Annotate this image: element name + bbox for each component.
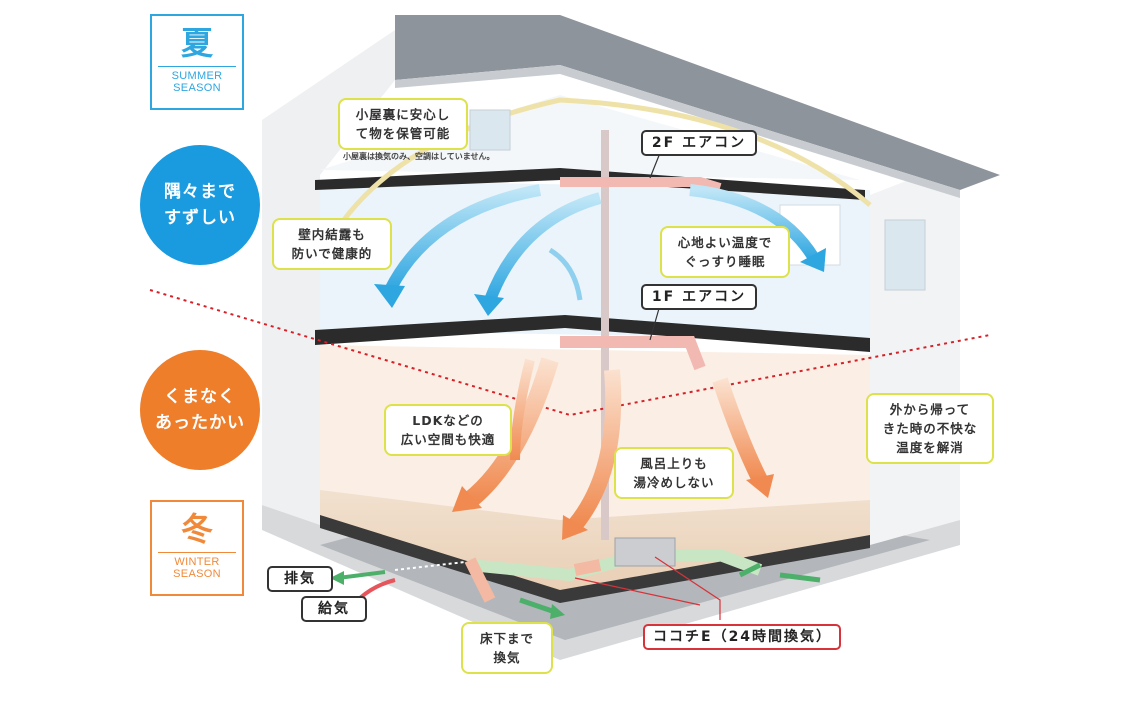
window-right-1 bbox=[884, 219, 926, 291]
homecoming-temperature-callout: 外から帰って きた時の不快な 温度を解消 bbox=[866, 393, 994, 464]
lower-floor bbox=[320, 490, 870, 600]
window-attic bbox=[469, 109, 511, 151]
house-left-wall bbox=[262, 30, 395, 525]
warm-benefit-circle: くまなく あったかい bbox=[140, 350, 260, 470]
winter-rule bbox=[158, 552, 236, 553]
slab-2f bbox=[315, 168, 865, 200]
slab-ground bbox=[320, 515, 870, 603]
wall-condensation-callout: 壁内結露も 防いで健康的 bbox=[272, 218, 392, 270]
ac-1f-label: 1F エアコン bbox=[641, 284, 757, 310]
summer-rule bbox=[158, 66, 236, 67]
warm-arrow-right-head bbox=[746, 474, 774, 498]
warm-arrow-mid bbox=[510, 358, 535, 461]
cool-arrow-left bbox=[384, 184, 542, 293]
attic-interior bbox=[320, 95, 860, 180]
green-arrow-2 bbox=[738, 562, 762, 578]
kokochi-e-system-label: ココチE（24時間換気） bbox=[643, 624, 841, 650]
ac1f-pointer bbox=[649, 304, 661, 341]
underfloor-ventilation-callout: 床下まで 換気 bbox=[461, 622, 553, 674]
cool-line2: すずしい bbox=[164, 208, 236, 228]
green-arrow-1-head bbox=[550, 604, 565, 619]
attic-storage-callout: 小屋裏に安心し て物を保管可能 bbox=[338, 98, 468, 150]
supply-label: 給気 bbox=[301, 596, 367, 622]
cool-arrow-center bbox=[484, 192, 602, 303]
duct-underfloor-warm bbox=[464, 557, 602, 603]
cool-line1: 隅々まで bbox=[164, 182, 236, 202]
summer-en-line2: SEASON bbox=[173, 82, 221, 94]
cool-arrow-small bbox=[548, 247, 583, 301]
warm-line1: くまなく bbox=[164, 387, 236, 407]
warm-arrow-center bbox=[568, 369, 622, 531]
exhaust-label: 排気 bbox=[267, 566, 333, 592]
ventilation-unit bbox=[614, 537, 676, 567]
warm-arrow-right bbox=[712, 377, 768, 484]
system-pointer-line bbox=[654, 556, 721, 620]
winter-season-badge: 冬 WINTER SEASON bbox=[150, 500, 244, 596]
roof-edge bbox=[395, 65, 960, 198]
cool-arrow-right bbox=[689, 184, 821, 264]
cool-arrow-center-head bbox=[474, 294, 504, 316]
slab-1f bbox=[315, 315, 870, 352]
exhaust-arrow-head bbox=[330, 571, 344, 585]
green-arrow-1 bbox=[519, 597, 556, 615]
winter-en-line2: SEASON bbox=[173, 568, 221, 580]
roof bbox=[395, 15, 1000, 190]
cool-arrow-right-head bbox=[800, 248, 826, 272]
winter-en-line1: WINTER bbox=[174, 556, 220, 568]
bath-warmth-callout: 風呂上りも 湯冷めしない bbox=[614, 447, 734, 499]
ldk-comfort-callout: LDKなどの 広い空間も快適 bbox=[384, 404, 512, 456]
summer-en-line1: SUMMER bbox=[171, 70, 223, 82]
cool-benefit-circle: 隅々まで すずしい bbox=[140, 145, 260, 265]
green-arrow-3 bbox=[779, 572, 821, 583]
ac-2f-label: 2F エアコン bbox=[641, 130, 757, 156]
summer-season-badge: 夏 SUMMER SEASON bbox=[150, 14, 244, 110]
attic-note: 小屋裏は換気のみ、空調はしていません。 bbox=[343, 152, 495, 161]
exhaust-arrow bbox=[337, 570, 386, 580]
system-pointer-line-2 bbox=[574, 577, 701, 606]
foundation bbox=[262, 505, 960, 660]
warm-line2: あったかい bbox=[155, 413, 245, 433]
season-divider bbox=[149, 289, 991, 417]
cool-arrow-left-head bbox=[374, 284, 405, 308]
duct-1f bbox=[560, 336, 706, 371]
ac2f-pointer bbox=[649, 152, 661, 179]
duct-2f bbox=[560, 177, 722, 193]
supply-arrow bbox=[358, 578, 396, 600]
warm-arrow-left-head bbox=[452, 486, 482, 512]
house-right-wall bbox=[870, 160, 960, 545]
warm-arrow-center-head bbox=[562, 515, 588, 540]
winter-kanji: 冬 bbox=[180, 510, 213, 548]
sleep-comfort-callout: 心地よい温度で ぐっすり睡眠 bbox=[660, 226, 790, 278]
roof-insulation-arc bbox=[319, 97, 872, 257]
summer-kanji: 夏 bbox=[180, 24, 213, 62]
